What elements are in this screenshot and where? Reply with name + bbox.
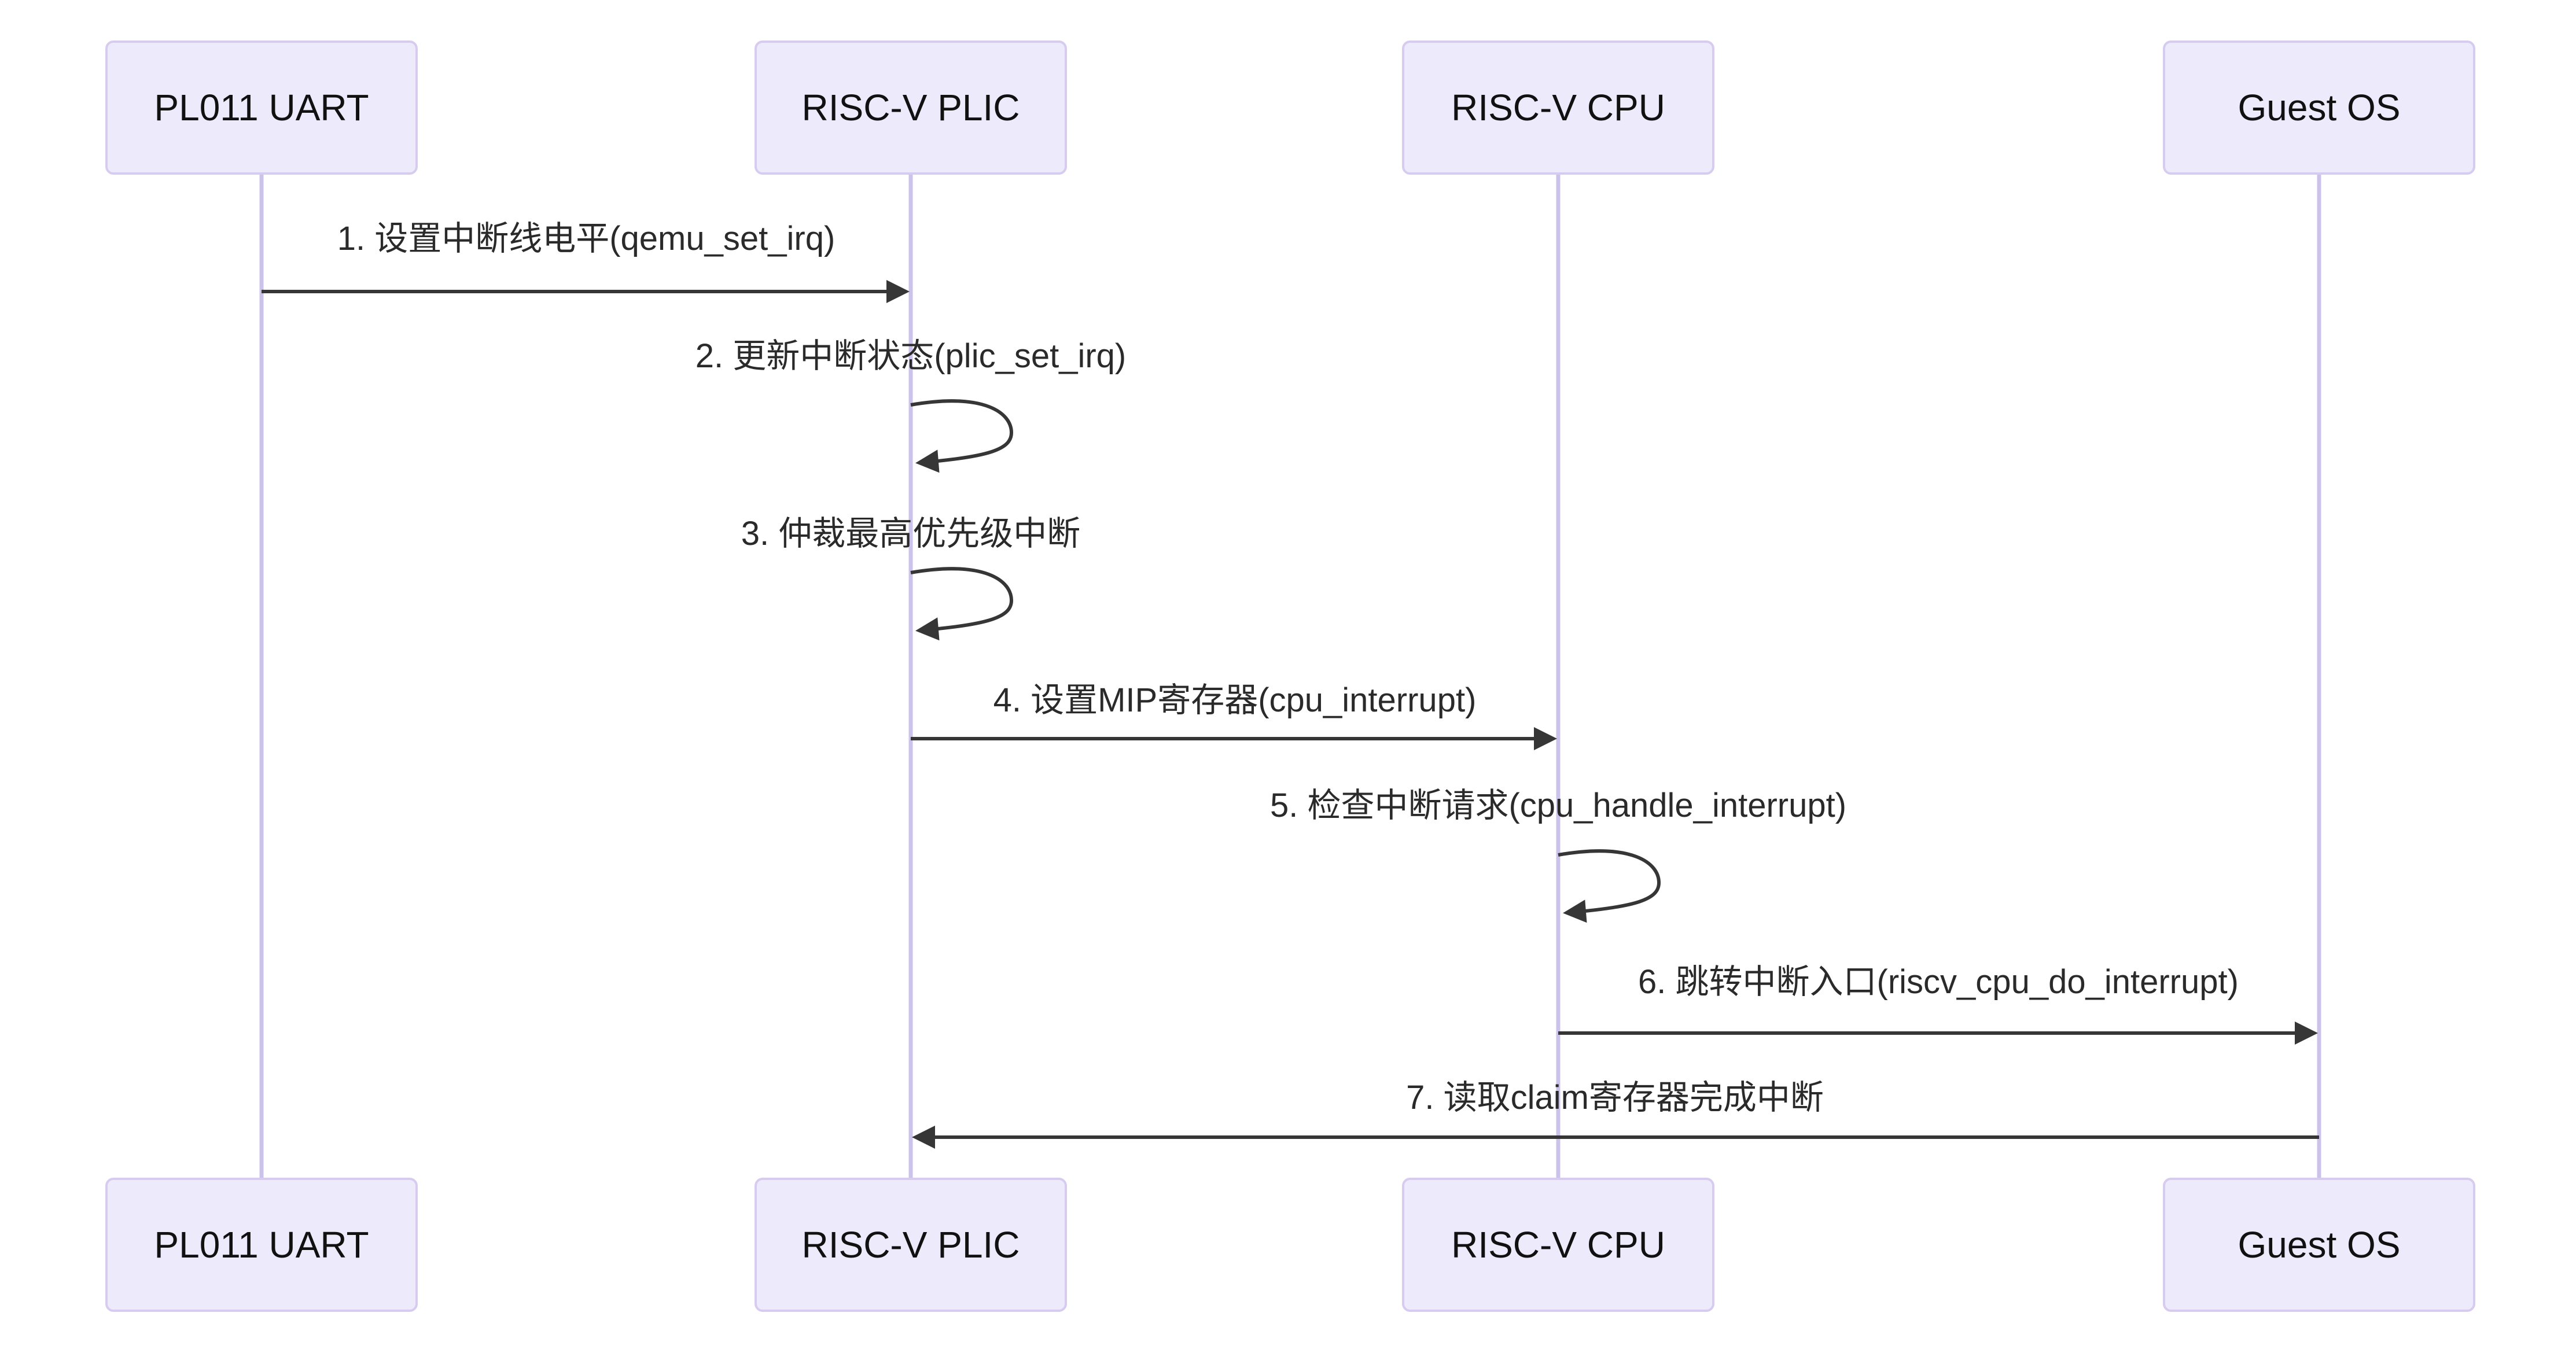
message-7-label: 7. 读取claim寄存器完成中断 [1406, 1079, 1824, 1116]
actor-top-riscv-cpu: RISC-V CPU [1402, 40, 1714, 175]
message-5-self-loop [1558, 849, 1661, 923]
actor-label: RISC-V CPU [1451, 1224, 1665, 1266]
actor-label: Guest OS [2238, 87, 2401, 128]
message-5-label: 5. 检查中断请求(cpu_handle_interrupt) [1269, 787, 1847, 824]
message-2-label: 2. 更新中断状态(plic_set_irq) [695, 337, 1127, 375]
actor-bottom-riscv-cpu: RISC-V CPU [1402, 1178, 1714, 1312]
message-4-label: 4. 设置MIP寄存器(cpu_interrupt) [993, 681, 1477, 719]
message-1-label: 1. 设置中断线电平(qemu_set_irq) [337, 220, 836, 257]
actor-bottom-pl011-uart: PL011 UART [105, 1178, 418, 1312]
actor-top-riscv-plic: RISC-V PLIC [755, 40, 1067, 175]
message-6-label: 6. 跳转中断入口(riscv_cpu_do_interrupt) [1638, 963, 2239, 1001]
actor-label: PL011 UART [154, 87, 369, 128]
actor-label: RISC-V PLIC [801, 87, 1020, 128]
actor-label: RISC-V PLIC [801, 1224, 1020, 1266]
actor-label: Guest OS [2238, 1224, 2401, 1266]
actor-label: PL011 UART [154, 1224, 369, 1266]
message-3-self-loop [910, 567, 1014, 641]
actor-top-guest-os: Guest OS [2163, 40, 2475, 175]
actor-bottom-riscv-plic: RISC-V PLIC [755, 1178, 1067, 1312]
actor-top-pl011-uart: PL011 UART [105, 40, 418, 175]
message-2-self-loop [910, 399, 1014, 473]
actor-bottom-guest-os: Guest OS [2163, 1178, 2475, 1312]
actor-label: RISC-V CPU [1451, 87, 1665, 128]
message-3-label: 3. 仲裁最高优先级中断 [741, 515, 1081, 552]
